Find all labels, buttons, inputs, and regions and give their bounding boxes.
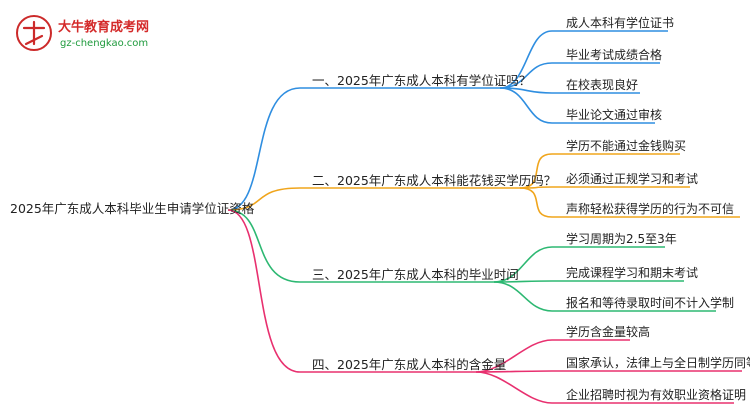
connector-branch-4-leaf-3 xyxy=(475,371,553,404)
branch-node-4: 四、2025年广东成人本科的含金量 xyxy=(312,357,507,372)
logo-url: gz-chengkao.com xyxy=(60,38,149,49)
connector-branch-1-leaf-1 xyxy=(499,30,553,89)
branch-node-2: 二、2025年广东成人本科能花钱买学历吗？ xyxy=(312,173,557,188)
connector-branch-2-leaf-1 xyxy=(519,153,553,189)
leaf-node-4-2: 国家承认，法律上与全日制学历同等 xyxy=(566,356,750,370)
branch-node-3: 三、2025年广东成人本科的毕业时间 xyxy=(312,267,519,282)
branch-node-1: 一、2025年广东成人本科有学位证吗？ xyxy=(312,73,532,88)
connector-root-branch-1 xyxy=(227,87,301,211)
leaf-node-3-3: 报名和等待录取时间不计入学制 xyxy=(566,296,735,310)
leaf-node-1-3: 在校表现良好 xyxy=(566,78,639,92)
connector-branch-1-leaf-4 xyxy=(499,87,553,124)
leaf-node-4-3: 企业招聘时视为有效职业资格证明 xyxy=(566,388,747,402)
leaf-node-3-2: 完成课程学习和期末考试 xyxy=(566,266,699,280)
logo-emblem-icon xyxy=(16,15,52,51)
leaf-node-2-2: 必须通过正规学习和考试 xyxy=(566,172,699,186)
leaf-node-2-3: 声称轻松获得学历的行为不可信 xyxy=(566,202,735,216)
connector-branch-3-leaf-3 xyxy=(493,281,553,312)
connector-root-branch-3 xyxy=(227,209,301,283)
connector-root-branch-2 xyxy=(227,187,301,211)
connector-branch-3-leaf-1 xyxy=(493,246,553,283)
leaf-node-1-1: 成人本科有学位证书 xyxy=(566,16,675,30)
connector-root-branch-4 xyxy=(227,209,301,373)
leaf-node-1-2: 毕业考试成绩合格 xyxy=(566,48,663,62)
logo-title: 大牛教育成考网 xyxy=(58,20,150,35)
leaf-node-4-1: 学历含金量较高 xyxy=(566,325,651,339)
leaf-node-3-1: 学习周期为2.5至3年 xyxy=(566,232,677,246)
connector-branch-2-leaf-3 xyxy=(519,187,553,218)
leaf-node-2-1: 学历不能通过金钱购买 xyxy=(566,139,687,153)
root-node: 2025年广东成人本科毕业生申请学位证资格 xyxy=(10,201,255,216)
leaf-node-1-4: 毕业论文通过审核 xyxy=(566,108,663,122)
connector-branch-1-leaf-2 xyxy=(499,62,553,89)
site-logo: 大牛教育成考网 gz-chengkao.com xyxy=(8,10,168,56)
connector-branch-4-leaf-1 xyxy=(475,339,553,373)
